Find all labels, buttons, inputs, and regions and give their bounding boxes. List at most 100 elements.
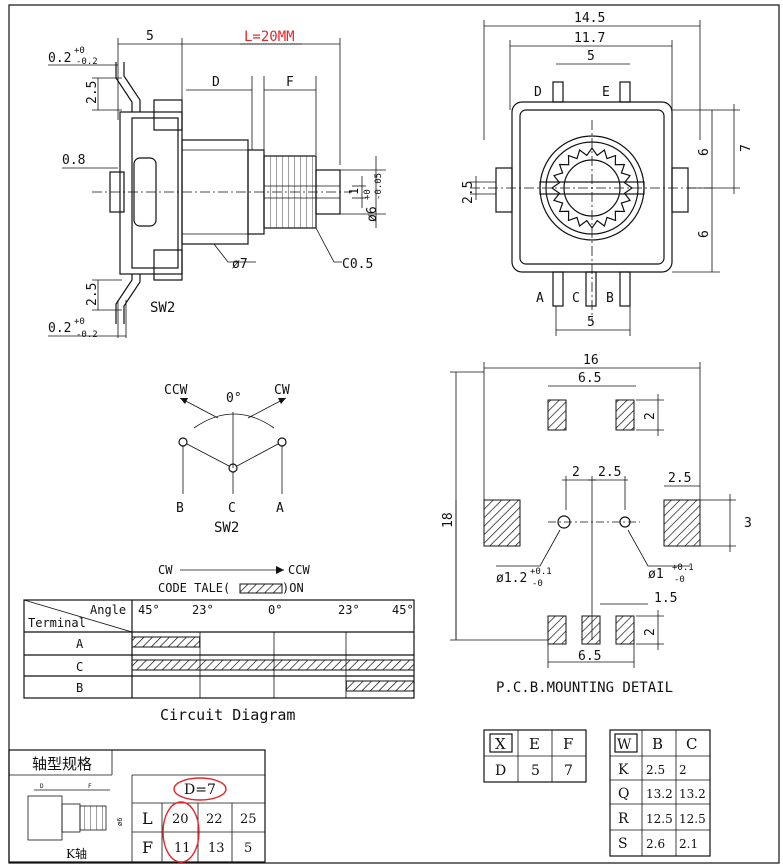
pcb-bottom-pitch: 6.5 (578, 649, 601, 664)
pcb-pad-bottom-a (547, 615, 567, 645)
side-dim-5: 5 (146, 29, 154, 44)
code-header-angle: Angle (90, 603, 126, 617)
table-def-h0: X (495, 735, 506, 753)
front-pin-d: D (534, 85, 542, 100)
sch-label: SW2 (214, 520, 239, 536)
code-legend-prefix: CODE TALE( (158, 581, 230, 595)
shaft-row-f-label: F (142, 838, 153, 857)
side-tol-top-minus: -0.2 (76, 57, 98, 67)
front-right-3: 6 (697, 230, 712, 238)
table-def-h1: E (529, 735, 540, 753)
shaft-d-highlight (173, 777, 227, 801)
table-wbc-cell-0-0: K (618, 762, 629, 778)
shaft-row-l-label: L (142, 809, 153, 828)
side-pitch-top: 2.5 (85, 81, 100, 104)
side-label: SW2 (150, 300, 175, 316)
code-terminal-c: C (76, 660, 83, 674)
shaft-col-highlight (162, 801, 200, 863)
table-def-r0: D (495, 763, 506, 779)
code-title: Circuit Diagram (160, 706, 295, 724)
sch-pin-b: B (176, 501, 184, 516)
front-left-dim: 2.5 (461, 181, 476, 204)
front-pin-bottom: 5 (587, 315, 595, 330)
shaft-d-value: D=7 (184, 782, 216, 798)
front-pin-a: A (536, 291, 544, 306)
front-inner: 11.7 (574, 31, 605, 46)
pcb-hole-sp2: 2.5 (598, 465, 621, 480)
table-wbc-cell-2-1: 12.5 (646, 812, 673, 826)
front-pin-b: B (606, 291, 614, 306)
pcb-hole1-minus: -0 (532, 579, 543, 589)
switch-schematic: CCW CW 0° B C A SW2 (164, 383, 290, 536)
front-right-2: 7 (739, 144, 754, 152)
code-ccw: CCW (288, 563, 310, 577)
pcb-pad-bottom-b (615, 615, 635, 645)
pcb-height: 18 (441, 512, 456, 528)
pcb-width: 16 (583, 353, 599, 368)
pcb-hole2: ø1 (648, 567, 664, 582)
code-angle-4: 45° (392, 603, 414, 617)
shaft-name: K轴 (66, 846, 87, 861)
table-wbc-cell-2-0: R (618, 811, 629, 827)
code-legend-swatch (239, 583, 283, 594)
pcb-hole1-plus: +0.1 (530, 567, 552, 577)
side-pitch-bottom: 2.5 (85, 283, 100, 306)
pcb-pad-side-right (663, 499, 701, 547)
side-shaft-dia: ø6 (365, 206, 380, 222)
shaft-mini-d: D (40, 783, 44, 790)
sch-cw: CW (274, 383, 290, 398)
side-flat-dim: 1 (347, 188, 361, 195)
shaft-l-0: 20 (172, 812, 189, 827)
sch-pin-c: C (228, 501, 236, 516)
side-thickness: 0.8 (62, 153, 85, 168)
table-wbc-cell-0-2: 2 (679, 763, 687, 777)
table-wbc-h1: B (652, 735, 663, 753)
code-on-bar-c (131, 659, 415, 671)
pcb-top-pitch: 6.5 (578, 371, 601, 386)
side-tol-bottom-plus: +0 (74, 317, 85, 327)
sch-zero: 0° (226, 391, 242, 406)
table-def-h2: F (563, 735, 573, 753)
shaft-f-0: 11 (174, 841, 191, 856)
shaft-mini-f: F (88, 783, 92, 790)
pcb-pad-side-left (483, 499, 521, 547)
code-on-bar-b (345, 680, 415, 692)
side-dim-f: F (286, 75, 294, 90)
table-wbc-h2: C (686, 735, 697, 753)
shaft-f-2: 5 (244, 841, 252, 856)
code-header-terminal: Terminal (28, 616, 86, 630)
pcb-side-w: 2.5 (668, 471, 691, 486)
side-tol-bottom-minus: -0.2 (76, 330, 98, 340)
side-shaft-tol-plus: +0 (363, 189, 373, 200)
table-wbc-cell-0-1: 2.5 (646, 763, 665, 777)
front-pin-e: E (602, 85, 610, 100)
table-wbc-cell-1-0: Q (618, 786, 629, 802)
pcb-hole2-plus: +0.1 (672, 563, 694, 573)
table-wbc-cell-1-2: 13.2 (679, 787, 706, 801)
code-angle-2: 0° (268, 603, 282, 617)
front-right-1: 6 (697, 148, 712, 156)
pcb-side-h: 3 (744, 516, 752, 531)
code-terminal-b: B (76, 681, 83, 695)
table-def-r1: 5 (531, 763, 540, 779)
table-wbc-cell-3-0: S (618, 836, 628, 852)
pcb-pad-top-right (615, 399, 635, 431)
side-body-dia: ø7 (232, 257, 248, 272)
side-chamfer: C0.5 (342, 257, 373, 272)
table-def-r2: 7 (564, 763, 573, 779)
sch-pin-a: A (276, 501, 284, 516)
table-def: X E F D 5 7 (483, 729, 587, 783)
pcb-pad-top-left (547, 399, 567, 431)
front-view: 14.5 11.7 5 D E A C B 5 (461, 11, 754, 336)
pcb-bottom-gap: 1.5 (654, 591, 677, 606)
code-angle-1: 23° (192, 603, 214, 617)
shaft-mini-drawing: D F ø6 (27, 783, 124, 841)
code-angle-3: 23° (338, 603, 360, 617)
front-width: 14.5 (574, 11, 605, 26)
code-table: CW CCW CODE TALE( )ON Angle Terminal 45°… (23, 563, 415, 724)
front-pin-top: 5 (587, 49, 595, 64)
side-view: 5 L=20MM D F 0.2 +0 -0.2 2.5 2.5 0.8 0.2… (48, 29, 386, 340)
shaft-spec: 轴型规格 D=7 L F 20 22 25 11 13 5 D F ø6 K轴 (8, 749, 266, 863)
